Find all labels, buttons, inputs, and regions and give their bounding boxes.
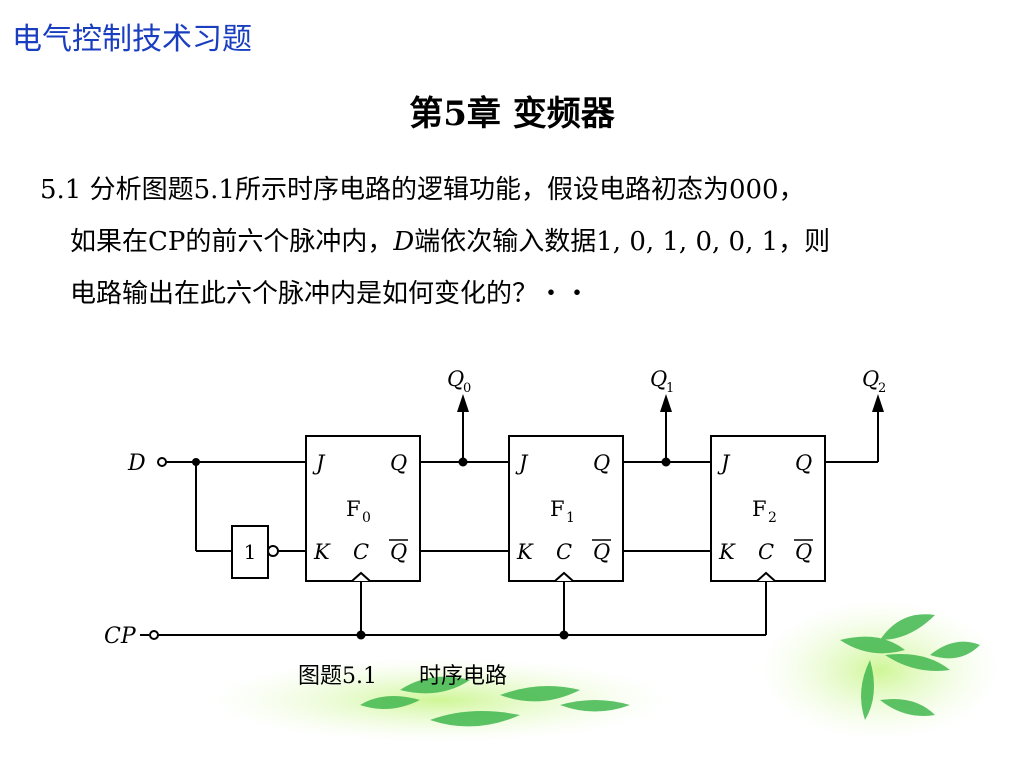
problem-line-3: 电路输出在此六个脉冲内是如何变化的？・・ — [70, 279, 591, 309]
inverter-gate — [231, 525, 269, 579]
q1-label: Q — [650, 367, 667, 391]
flipflop-f1: J Q F 1 K C Q — [508, 435, 624, 582]
caption-number: 图题5.1 — [298, 664, 377, 689]
svg-text:Q: Q — [390, 451, 407, 475]
svg-text:J: J — [312, 451, 326, 475]
cp-input-terminal — [149, 630, 159, 640]
svg-text:K: K — [313, 540, 331, 564]
svg-text:K: K — [718, 540, 736, 564]
svg-text:J: J — [717, 451, 731, 475]
svg-text:F: F — [346, 497, 361, 521]
inverter-bubble — [267, 545, 279, 557]
problem-text: 5.1 分析图题5.1所示时序电路的逻辑功能，假设电路初态为000， 如果在CP… — [40, 164, 1010, 320]
q1-arrow — [660, 394, 672, 412]
svg-text:Q: Q — [390, 540, 407, 564]
svg-text:Q: Q — [795, 540, 812, 564]
svg-text:J: J — [515, 451, 529, 475]
figure-caption: 图题5.1 时序电路 — [298, 658, 507, 690]
svg-text:Q: Q — [795, 451, 812, 475]
svg-text:C: C — [758, 540, 774, 564]
q0-label: Q — [447, 367, 464, 391]
q2-label: Q — [862, 367, 879, 391]
problem-line-2: 如果在CP的前六个脉冲内，D端依次输入数据1, 0, 1, 0, 0, 1，则 — [70, 227, 831, 257]
flipflop-f2: J Q F 2 K C Q — [710, 435, 826, 582]
problem-line-1: 5.1 分析图题5.1所示时序电路的逻辑功能，假设电路初态为000， — [40, 175, 805, 205]
svg-text:1: 1 — [566, 510, 575, 526]
chapter-title: 第5章 变频器 — [409, 94, 615, 134]
cp-input-label: CP — [104, 624, 137, 649]
svg-text:Q: Q — [593, 540, 610, 564]
svg-text:2: 2 — [878, 381, 886, 396]
d-variable: D — [393, 227, 415, 257]
svg-text:K: K — [516, 540, 534, 564]
junction-dot — [356, 630, 366, 640]
svg-text:C: C — [556, 540, 572, 564]
svg-text:F: F — [550, 497, 565, 521]
problem-number: 5.1 — [40, 175, 82, 205]
flipflop-f0: J Q F 0 K C Q — [305, 435, 421, 582]
svg-text:2: 2 — [768, 510, 777, 526]
course-title: 电气控制技术习题 — [12, 22, 252, 57]
svg-text:C: C — [353, 540, 369, 564]
d-input-label: D — [127, 451, 146, 476]
svg-text:0: 0 — [362, 510, 371, 526]
inverter-label: 1 — [244, 540, 257, 564]
q2-arrow — [872, 394, 884, 412]
caption-text: 时序电路 — [419, 664, 508, 689]
svg-text:1: 1 — [666, 381, 674, 396]
junction-dot — [559, 630, 569, 640]
q0-arrow — [457, 394, 469, 412]
svg-text:F: F — [752, 497, 767, 521]
d-input-terminal — [157, 457, 167, 467]
svg-text:Q: Q — [593, 451, 610, 475]
svg-text:0: 0 — [463, 381, 471, 396]
